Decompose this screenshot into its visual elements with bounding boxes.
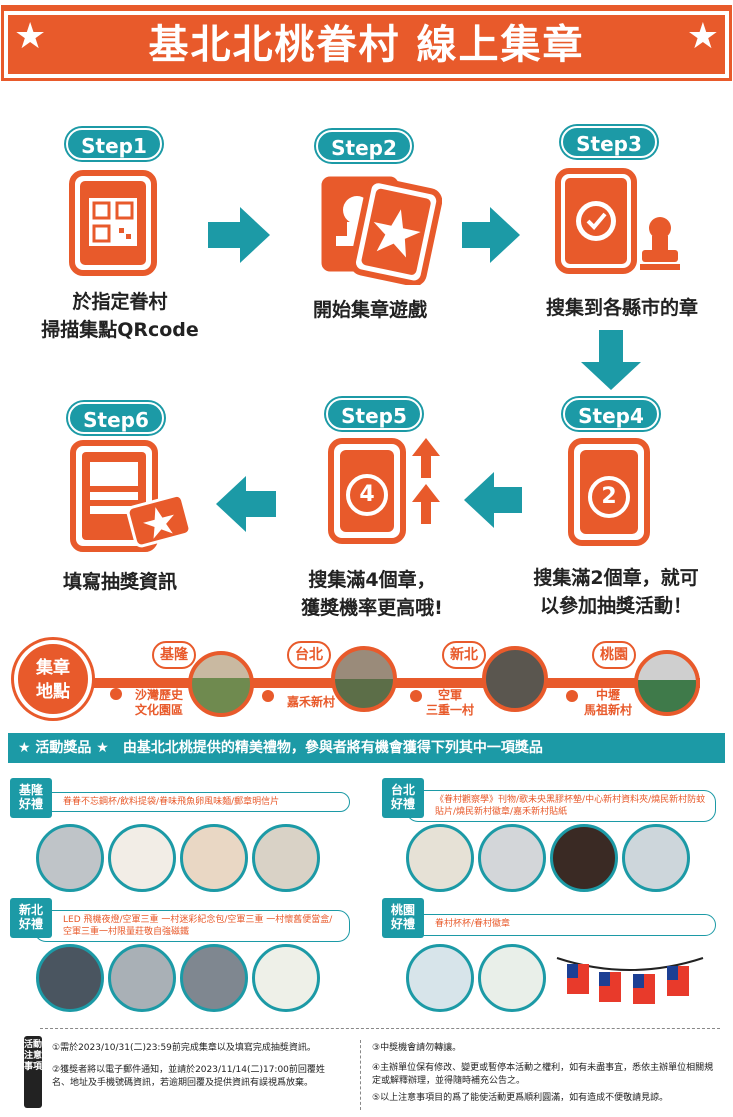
place-name-taipei: 嘉禾新村 xyxy=(286,695,335,709)
step3-text: 搜集到各縣市的章 xyxy=(545,297,698,319)
city-label-new-taipei: 新北 xyxy=(442,641,486,669)
flag-bunting-icon xyxy=(556,957,704,1004)
star-icon: ★ xyxy=(14,16,47,57)
stamp-locations-badge: 集章地點 xyxy=(14,640,92,718)
arrow-right-icon xyxy=(208,222,242,248)
step6-label: Step6 xyxy=(68,402,164,434)
city-label-taipei: 台北 xyxy=(287,641,331,669)
prize-photo xyxy=(252,944,320,1012)
arrow-right-icon xyxy=(240,207,270,263)
divider xyxy=(40,1028,720,1029)
note-item: ④主辦單位保有修改、變更或暫停本活動之權利，如有未盡事宜，悉依主辦單位相關規定或… xyxy=(372,1063,714,1086)
prize-photo xyxy=(180,944,248,1012)
place-name-taoyuan: 中壢馬祖新村 xyxy=(583,688,632,717)
arrow-left-icon xyxy=(492,487,522,513)
divider xyxy=(360,1040,361,1110)
check-phone-icon xyxy=(555,168,637,274)
step5-text: 搜集滿4個章，獲獎機率更高哦! xyxy=(301,569,443,619)
gift-tag-new-taipei: 新北好禮 xyxy=(10,898,52,938)
pin-dot xyxy=(110,688,122,700)
gift-tag-taoyuan: 桃園好禮 xyxy=(382,898,424,938)
prize-photo xyxy=(36,824,104,892)
arrow-right-icon xyxy=(490,207,520,263)
step6-text: 填寫抽獎資訊 xyxy=(62,571,177,593)
step4-label: Step4 xyxy=(563,398,659,430)
place-photo-new-taipei xyxy=(482,646,548,712)
page-title: 基北北桃眷村 線上集章 xyxy=(148,21,585,68)
prize-photo xyxy=(550,824,618,892)
prize-photo xyxy=(108,944,176,1012)
step3-label: Step3 xyxy=(561,126,657,158)
prize-photo xyxy=(478,824,546,892)
city-label-keelung: 基隆 xyxy=(152,641,196,669)
note-item: ①需於2023/10/31(二)23:59前完成集章以及填寫完成抽獎資訊。 xyxy=(52,1043,316,1053)
gift-tag-keelung: 基隆好禮 xyxy=(10,778,52,818)
stamp-cards-icon xyxy=(318,173,442,285)
arrow-left-icon xyxy=(244,491,276,517)
pin-dot xyxy=(262,690,274,702)
prize-desc-keelung: 眷眷不忘鋼杯/飲料提袋/眷味飛魚卵風味麵/郵章明信片 xyxy=(34,792,350,812)
arrow-up-icon xyxy=(412,438,440,524)
place-photo-taipei xyxy=(331,646,397,712)
note-item: ⑤以上注意事項目的爲了能使活動更爲順利圓滿，如有造成不便敬請見諒。 xyxy=(372,1093,669,1103)
notes-tag: 活動注意事項 xyxy=(24,1036,42,1108)
badge-phone-icon: 2 xyxy=(568,438,650,546)
prize-desc-taipei: 《眷村觀察學》刊物/歌未央黑膠杯墊/中心新村資料夾/燒民新村防蚊貼片/燒民新村徽… xyxy=(406,790,716,822)
arrow-down-icon xyxy=(581,362,641,390)
prize-photo xyxy=(406,824,474,892)
prize-header-bar: ★ 活動獎品 ★ 由基北北桃提供的精美禮物，參與者將有機會獲得下列其中一項獎品 xyxy=(8,733,725,763)
step4-text: 搜集滿2個章，就可以參加抽獎活動！ xyxy=(533,567,699,617)
note-item: ③中獎機會請勿轉讓。 xyxy=(372,1043,462,1053)
qrcode-phone-icon xyxy=(69,170,157,276)
place-photo-taoyuan xyxy=(634,650,700,716)
note-item: ②獲獎者將以電子郵件通知，並請於2023/11/14(二)17:00前回覆姓名、… xyxy=(52,1065,325,1088)
step5-label: Step5 xyxy=(326,398,422,430)
prize-desc-new-taipei: LED 飛機夜燈/空軍三重 一村迷彩紀念包/空軍三重 一村懷舊便當盒/空軍三重一… xyxy=(34,910,350,942)
form-card-icon xyxy=(70,440,192,552)
city-label-taoyuan: 桃園 xyxy=(592,641,636,669)
prize-photo xyxy=(252,824,320,892)
arrow-left-icon xyxy=(464,472,494,528)
arrow-down-icon xyxy=(599,330,623,364)
badge-phone-icon: 4 xyxy=(328,438,406,544)
prize-photo xyxy=(406,944,474,1012)
step1-label: Step1 xyxy=(66,128,162,160)
title-banner xyxy=(4,8,729,78)
prize-photo xyxy=(36,944,104,1012)
place-name-keelung: 沙灣歷史文化園區 xyxy=(134,688,183,717)
step1-text: 於指定眷村掃描集點QRcode xyxy=(41,291,199,341)
prize-photo xyxy=(108,824,176,892)
step2-label: Step2 xyxy=(316,130,412,162)
prize-photo xyxy=(478,944,546,1012)
step2-text: 開始集章遊戲 xyxy=(312,299,427,321)
place-name-new-taipei: 空軍三重一村 xyxy=(425,688,474,717)
star-icon: ★ xyxy=(686,16,719,57)
arrow-right-icon xyxy=(462,222,492,248)
arrow-left-icon xyxy=(216,476,246,532)
pin-dot xyxy=(566,690,578,702)
pin-dot xyxy=(410,690,422,702)
gift-tag-taipei: 台北好禮 xyxy=(382,778,424,818)
prize-photo xyxy=(180,824,248,892)
prize-photo xyxy=(622,824,690,892)
place-photo-keelung xyxy=(188,651,254,717)
stamp-icon xyxy=(640,217,680,270)
prize-desc-taoyuan: 眷村杯杯/眷村徽章 xyxy=(406,914,716,936)
